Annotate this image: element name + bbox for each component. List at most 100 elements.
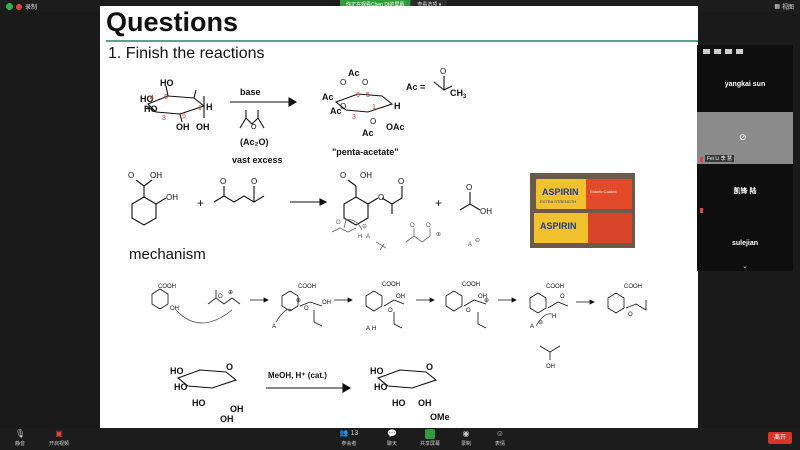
ho-label: HO [192,398,206,408]
ac-label: Ac [362,128,374,138]
plus-charge: ⊕ [296,298,301,304]
oh-label: OH [220,414,234,424]
ho-label: HO [174,382,188,392]
ac-label: Ac [330,106,342,116]
participants-label: 参会者 [341,441,357,447]
video-button[interactable]: ▣ 开启视频 [44,429,74,447]
charge-label: ⊖ [362,224,367,230]
oh-label: HO [144,104,158,114]
cooh-label: COOH [158,284,176,290]
participants-button[interactable]: 👥 13 参会者 [336,429,362,447]
share-message: 你正在观看Chen DI的屏幕 [340,0,411,10]
oh-label: OH [418,398,432,408]
grid-icon[interactable] [736,48,743,54]
reaction3-conditions: MeOH, H⁺ (cat.) [268,371,327,380]
oh-label: OH [196,122,210,132]
o-label: O [378,193,384,202]
o-label: O [340,171,346,180]
share-screen-button[interactable]: 共享屏幕 [416,429,444,447]
o-label: O [220,177,226,186]
acetyl-definition: Ac = O CH3 [406,67,467,100]
participants-icon: 👥 13 [339,430,359,437]
ring-number: 1 [372,104,376,111]
reactions-label: 表情 [494,441,505,447]
recording-label: 录制 [25,5,38,11]
o-label: O [466,183,472,192]
layout-icon[interactable] [725,48,732,54]
ho-label: HO [170,366,184,376]
aspirin-box-red [586,179,632,209]
ome-label: OMe [430,412,450,422]
reaction3-arrow: MeOH, H⁺ (cat.) [266,371,352,393]
o-label: O [226,362,233,372]
oh-label: HO [160,78,174,88]
o-label: O [426,362,433,372]
penta-acetate-product: Ac Ac Ac Ac OAc O O O O H 6 5 3 1 "penta… [322,68,405,157]
participant-tile[interactable]: sulejian [697,216,793,261]
o-label: O [336,220,341,226]
share-banner: 你正在观看Chen DI的屏幕 查看选项 ▾ [340,0,448,10]
chat-button[interactable]: 💬 聊天 [382,429,402,447]
participant-name: yangkai sun [724,81,766,88]
ac-equals: Ac = [406,82,425,92]
participant-tile-active[interactable]: ⊘ Fei Li 李 慧 [697,112,793,164]
aspirin-box-bottom [534,213,594,243]
methyl-glycoside-product: HO HO HO OH O OMe [370,362,450,422]
mute-button[interactable]: 🎙 静音 [10,429,30,447]
aspirin-tag: Enteric Coated [590,189,617,194]
chemistry-drawings: HO HO HO OH OH H 6 4 3 5 1 base O (Ac₂O) [128,67,647,424]
chevron-down-icon[interactable]: ⌄ [742,263,748,270]
a-label: A [272,324,276,330]
plus-sign: + [435,196,442,210]
record-label: 录制 [460,441,471,447]
ring-number: 1 [198,105,202,112]
o-label: O [388,308,393,314]
participant-tile[interactable]: yangkai sun [697,57,793,112]
ring-number: 6 [356,92,360,99]
recording-indicator[interactable]: 录制 [6,2,37,11]
video-label: 开启视频 [48,441,69,447]
oh-label: OH [478,294,487,300]
o-label: O [128,171,134,180]
o-label: O [440,67,446,76]
o-label: O [466,308,471,314]
panel-toolbar [697,45,793,57]
shared-slide: Questions 1. Finish the reactions mechan… [100,6,698,428]
view-label: 视图 [781,5,794,11]
record-icon: ◉ [462,429,470,438]
aspirin-brand: ASPIRIN [542,187,579,197]
meeting-toolbar: 🎙 静音 ▣ 开启视频 👥 13 参会者 💬 聊天 共享屏幕 ◉ 录制 ☺ 表情… [0,428,800,450]
ho-label: HO [374,382,388,392]
oh-label: HO [140,94,154,104]
glucose-reactant-2: HO HO HO OH OH O [170,362,244,424]
participant-name: Fei Li 李 慧 [705,155,735,162]
acetic-acid: O OH [459,183,492,216]
shield-icon [6,3,13,10]
o-label: O [370,117,376,126]
record-button[interactable]: ◉ 录制 [456,429,476,447]
share-label: 共享屏幕 [419,441,440,447]
video-off-icon: ▣ [55,429,63,438]
minimize-icon[interactable] [703,48,710,54]
reagent-label: (Ac₂O) [240,137,269,147]
a-label: A [366,234,370,240]
handwritten-annotation: O H A ⊖ O O ⊕ A ⊖ [331,219,480,251]
h-label: H [394,101,401,111]
view-button[interactable]: ▦ 视图 [774,2,794,11]
participant-name: sulejian [731,240,759,247]
view-options-button[interactable]: 查看选项 ▾ [410,0,448,10]
o-label: O [410,223,415,229]
reactions-icon: ☺ [495,429,505,438]
view-options-label: 查看选项 [417,2,438,8]
cooh-label: COOH [546,284,564,290]
record-icon [16,3,22,10]
leave-button[interactable]: 离开 [768,432,792,444]
participant-tile[interactable]: 凯锋 陆 [697,164,793,216]
reaction2-arrow [290,198,328,206]
layout-icon[interactable] [714,48,721,54]
mute-label: 静音 [14,441,25,447]
cooh-label: COOH [624,284,642,290]
reactions-button[interactable]: ☺ 表情 [490,429,510,447]
oh-label: OH [150,171,162,180]
o-label: O [426,223,431,229]
